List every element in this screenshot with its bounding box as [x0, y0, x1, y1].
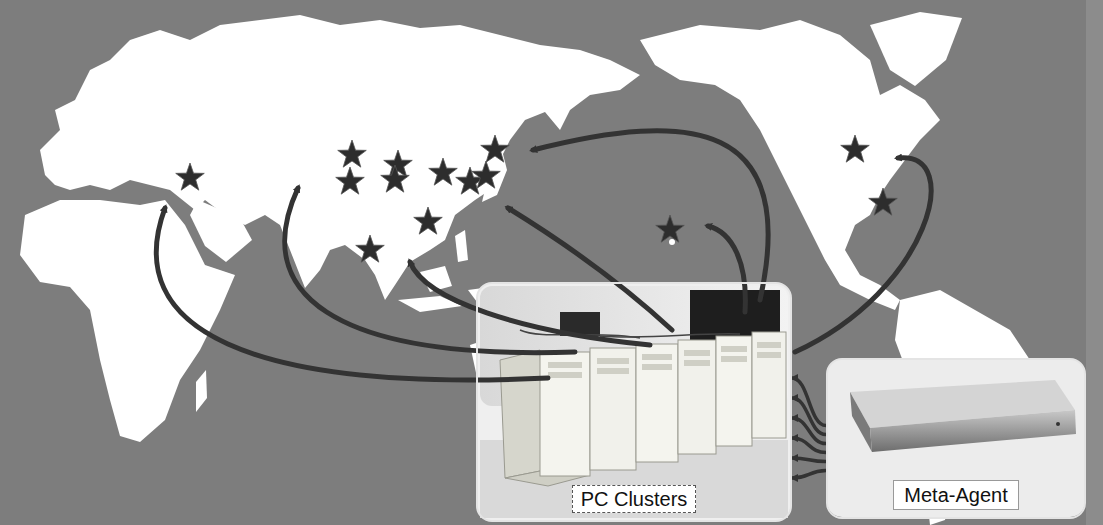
pc-tower: [636, 344, 678, 462]
hawaii: [669, 239, 675, 245]
panel-label: PC Clusters: [572, 485, 697, 513]
madagascar: [196, 370, 207, 412]
connector-line: [792, 471, 826, 478]
site-star: [336, 167, 365, 194]
site-star: [414, 207, 443, 234]
site-star: [429, 158, 458, 185]
philippines: [455, 230, 468, 262]
pc-cluster-photo: [477, 283, 791, 521]
africa: [20, 200, 235, 442]
photo-ground: [827, 359, 1085, 517]
arabia: [190, 200, 252, 262]
site-star: [841, 135, 870, 162]
site-star: [656, 215, 685, 242]
photo-panel: Meta-Agent: [826, 358, 1086, 519]
side-strip: [1086, 0, 1103, 525]
device-end: [850, 392, 872, 452]
connector-arrow: [792, 378, 826, 478]
device-front: [870, 410, 1076, 452]
pc-tower: [540, 352, 590, 476]
site-star: [869, 188, 898, 215]
site-star: [472, 161, 501, 188]
pc-tower-side: [500, 350, 545, 478]
site-star: [481, 135, 510, 162]
greenland: [870, 12, 962, 86]
meta-agent-photo: [827, 359, 1085, 517]
device-led: [1056, 422, 1060, 426]
pc-tower: [678, 340, 716, 454]
deployment-arrow: [795, 158, 931, 352]
connector-line: [792, 458, 826, 462]
pc-tower: [752, 332, 786, 438]
photo-panel: PC Clusters: [476, 282, 792, 522]
panel-label: Meta-Agent: [893, 480, 1018, 510]
deployment-arrow: [156, 208, 548, 380]
deployment-arrows: [156, 131, 931, 380]
deployment-arrow: [410, 262, 650, 345]
pc-tower: [716, 336, 752, 446]
photo-ground: [477, 283, 791, 521]
site-star: [176, 163, 205, 190]
site-star: [381, 165, 410, 192]
drive-bays: [548, 342, 781, 378]
deployment-arrow: [708, 226, 745, 312]
deployment-arrow: [508, 208, 672, 330]
site-star: [338, 140, 367, 167]
connector-line: [792, 438, 826, 453]
deployment-arrow: [533, 131, 768, 300]
site-star: [356, 235, 385, 262]
pc-tower: [590, 348, 636, 470]
